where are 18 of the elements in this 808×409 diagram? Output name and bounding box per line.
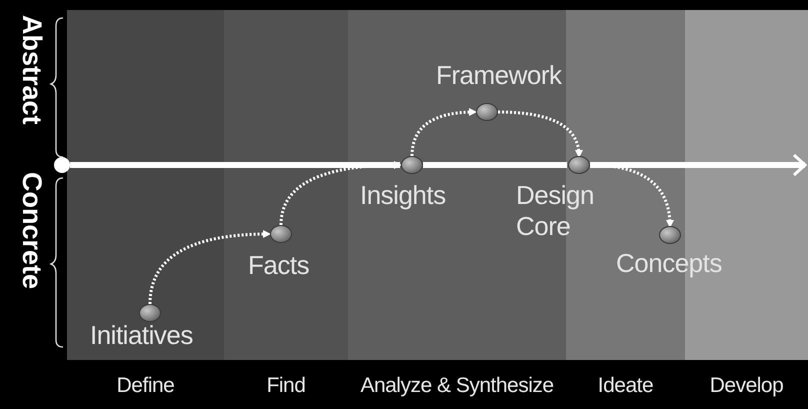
stage-label: Framework bbox=[436, 60, 563, 91]
phase-label: Define bbox=[116, 373, 176, 399]
stage-label: Concepts bbox=[616, 248, 723, 279]
stage-label: Facts bbox=[248, 250, 310, 281]
axis-side-label: Concrete bbox=[18, 172, 45, 292]
stage-label: Initiatives bbox=[90, 320, 194, 351]
phase-label: Ideate bbox=[596, 373, 654, 399]
phase-label: Find bbox=[266, 373, 306, 399]
dotted-arrow bbox=[148, 230, 271, 304]
phase-label: Analyze & Synthesize bbox=[359, 373, 555, 399]
dotted-arrow bbox=[280, 161, 402, 226]
stage-label: Design Core bbox=[516, 180, 595, 242]
stage-label: Insights bbox=[360, 180, 447, 211]
timeline-arrow bbox=[590, 154, 806, 176]
dotted-arrow bbox=[410, 108, 477, 156]
dotted-arrow bbox=[498, 110, 582, 158]
phase-label: Develop bbox=[708, 373, 784, 399]
axis-side-label: Abstract bbox=[18, 15, 45, 127]
